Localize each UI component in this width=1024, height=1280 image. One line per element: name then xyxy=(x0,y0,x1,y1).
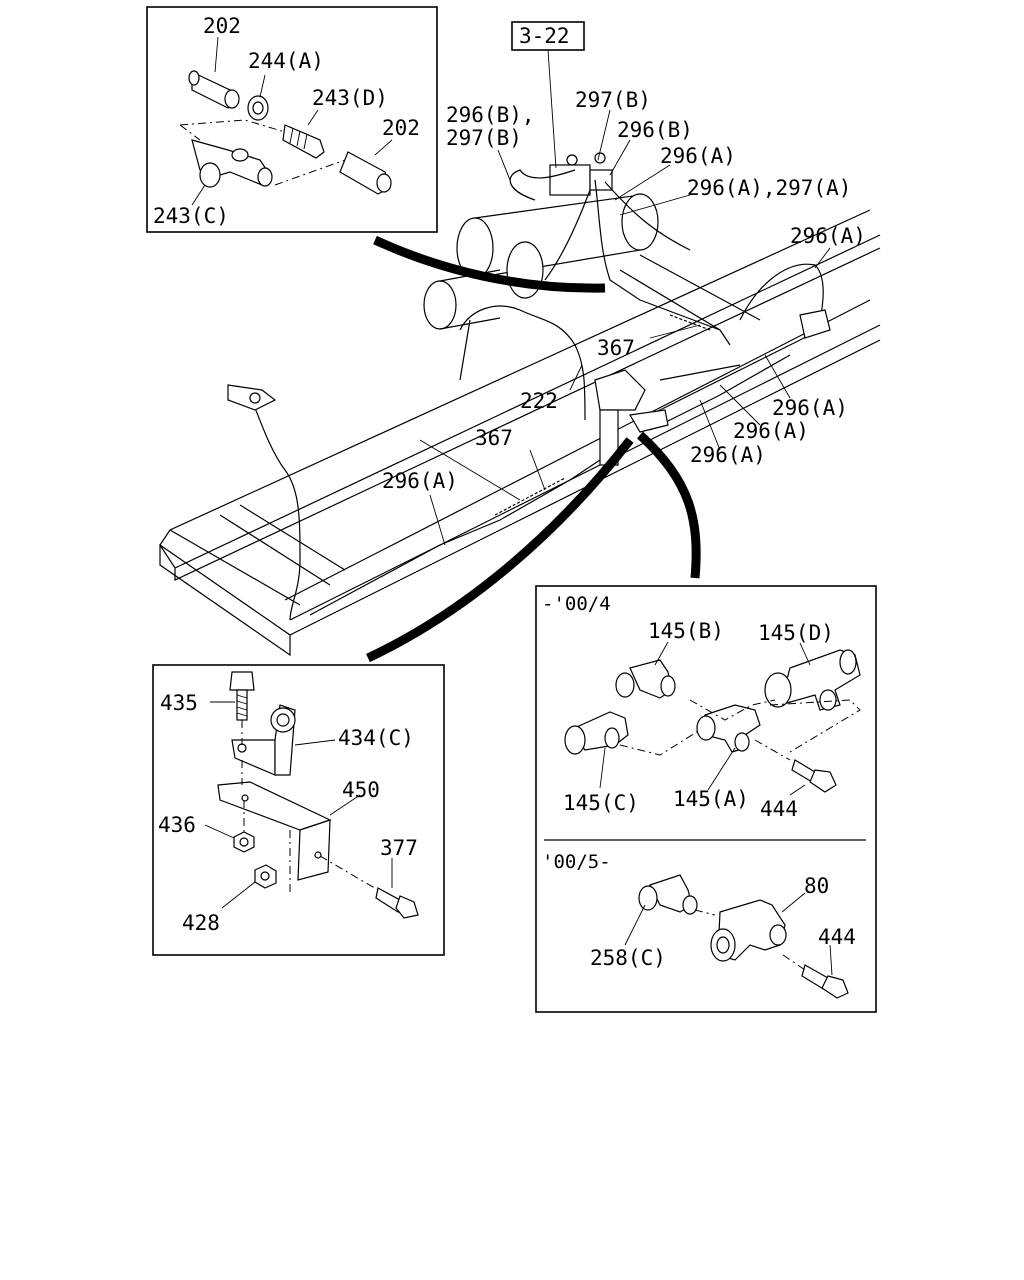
label-243d: 243(D) xyxy=(312,86,388,110)
callout-arrows xyxy=(366,235,701,663)
label-377: 377 xyxy=(380,836,418,860)
main-labels: 296(B), 297(B) 297(B) 296(B) 296(A) 296(… xyxy=(382,88,866,493)
label-222: 222 xyxy=(520,389,558,413)
label-296a-3: 296(A) xyxy=(772,396,848,420)
label-145b: 145(B) xyxy=(648,619,724,643)
flex-hoses xyxy=(494,314,711,516)
label-297b-second: 297(B) xyxy=(446,126,522,150)
label-297b: 297(B) xyxy=(575,88,651,112)
label-296a-1: 296(A) xyxy=(660,144,736,168)
label-296a-297a: 296(A),297(A) xyxy=(687,176,851,200)
label-296a-6: 296(A) xyxy=(382,469,458,493)
inset-right: -'00/4 '00/5- xyxy=(535,585,877,1013)
reference-label: 3-22 xyxy=(519,24,570,48)
label-296a-2: 296(A) xyxy=(790,224,866,248)
label-367-lower: 367 xyxy=(475,426,513,450)
period-label-1: -'00/4 xyxy=(542,593,611,615)
label-258c: 258(C) xyxy=(590,946,666,970)
label-436: 436 xyxy=(158,813,196,837)
label-80: 80 xyxy=(804,874,829,898)
inset-bottom-left: 435 434(C) 450 436 377 428 xyxy=(152,664,445,956)
label-244a: 244(A) xyxy=(248,49,324,73)
label-202-right: 202 xyxy=(382,116,420,140)
label-444-top: 444 xyxy=(760,797,798,821)
label-296a-4: 296(A) xyxy=(733,419,809,443)
label-243c: 243(C) xyxy=(153,204,229,228)
inset-top-left: 202 244(A) 243(D) 202 243(C) xyxy=(146,6,438,233)
label-444-bottom: 444 xyxy=(818,925,856,949)
label-202-top: 202 xyxy=(203,14,241,38)
label-296b: 296(B) xyxy=(617,118,693,142)
label-296b-297b: 296(B), xyxy=(446,103,535,127)
label-434c: 434(C) xyxy=(338,726,414,750)
valve-assembly xyxy=(549,152,613,196)
label-145a: 145(A) xyxy=(673,787,749,811)
label-428: 428 xyxy=(182,911,220,935)
leader-lines xyxy=(429,109,831,546)
label-145c: 145(C) xyxy=(563,791,639,815)
label-145d: 145(D) xyxy=(758,621,834,645)
air-tanks xyxy=(423,193,659,330)
label-450: 450 xyxy=(342,778,380,802)
brackets xyxy=(227,309,831,466)
brake-pipes xyxy=(249,169,824,621)
label-367-upper: 367 xyxy=(597,336,635,360)
label-435: 435 xyxy=(160,691,198,715)
label-296a-5: 296(A) xyxy=(690,443,766,467)
period-label-2: '00/5- xyxy=(542,851,611,873)
